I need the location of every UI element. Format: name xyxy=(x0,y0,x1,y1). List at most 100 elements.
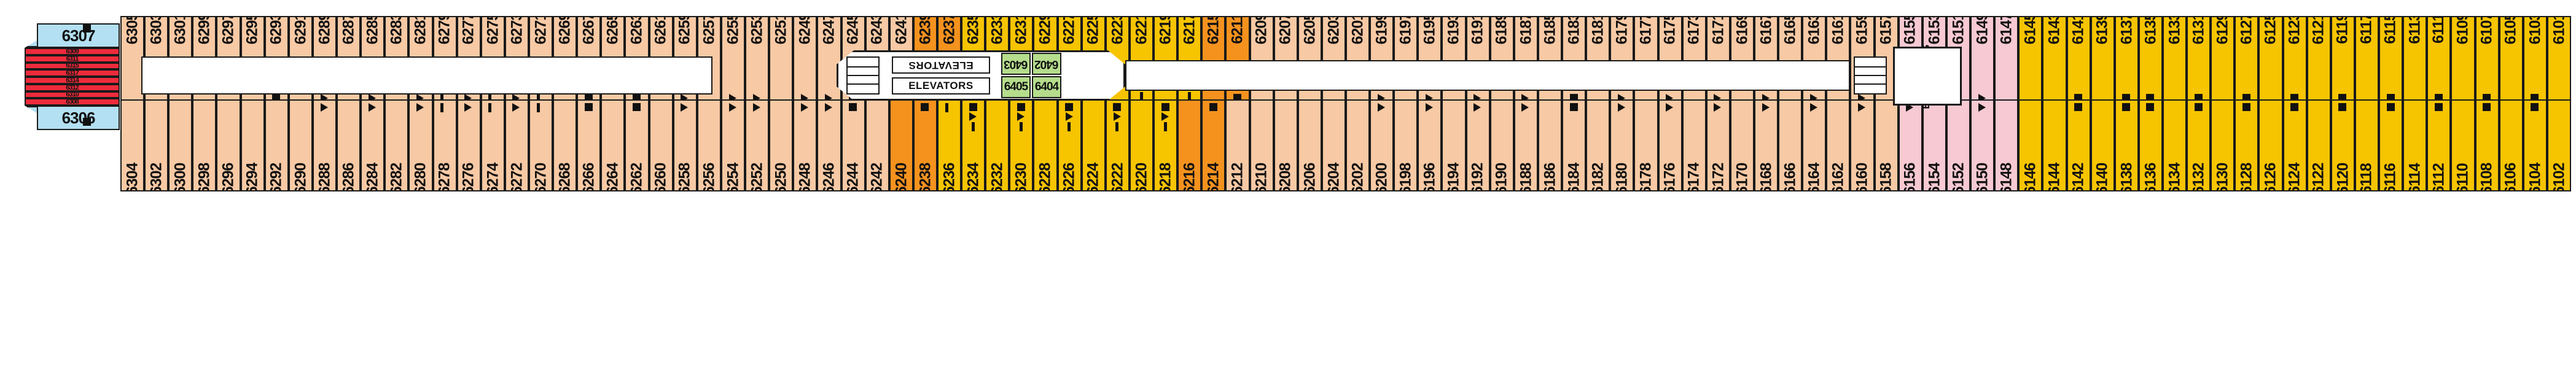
cabin-6276[interactable]: 6276 xyxy=(456,99,481,191)
cabin-6288[interactable]: 6288 xyxy=(312,99,337,191)
cabin-6116[interactable]: 6116 xyxy=(2379,99,2403,191)
cabin-6264[interactable]: 6264 xyxy=(601,99,625,191)
cabin-6190[interactable]: 6190 xyxy=(1489,99,1514,191)
cabin-6304[interactable]: 6304 xyxy=(120,99,145,191)
cabin-6126[interactable]: 6126 xyxy=(2258,99,2283,191)
cabin-6114[interactable]: 6114 xyxy=(2403,99,2427,191)
cabin-6136[interactable]: 6136 xyxy=(2138,99,2163,191)
cabin-6307[interactable]: 6307 xyxy=(37,23,120,48)
cabin-6158[interactable]: 6158 xyxy=(1874,99,1899,191)
cabin-6202[interactable]: 6202 xyxy=(1346,99,1370,191)
cabin-6284[interactable]: 6284 xyxy=(361,99,385,191)
cabin-6240[interactable]: 6240 xyxy=(889,99,913,191)
cabin-6296[interactable]: 6296 xyxy=(216,99,241,191)
cabin-6186[interactable]: 6186 xyxy=(1537,99,1563,191)
cabin-6294[interactable]: 6294 xyxy=(240,99,265,191)
cabin-6312[interactable]: 6312 xyxy=(25,83,120,91)
cabin-6204[interactable]: 6204 xyxy=(1321,99,1346,191)
cabin-6110[interactable]: 6110 xyxy=(2451,99,2475,191)
cabin-6160[interactable]: 6160 xyxy=(1850,99,1875,191)
cabin-6224[interactable]: 6224 xyxy=(1081,99,1106,191)
cabin-6150[interactable]: 6150 xyxy=(1970,99,1995,191)
cabin-6156[interactable]: 6156 xyxy=(1898,99,1922,191)
cabin-6403[interactable]: 6403 xyxy=(1001,53,1031,75)
cabin-6118[interactable]: 6118 xyxy=(2354,99,2379,191)
cabin-6128[interactable]: 6128 xyxy=(2234,99,2259,191)
cabin-6247[interactable]: 6247 xyxy=(817,16,841,108)
cabin-6315[interactable]: 6315 xyxy=(25,62,120,70)
cabin-6113[interactable]: 6113 xyxy=(2403,16,2427,108)
cabin-6182[interactable]: 6182 xyxy=(1586,99,1610,191)
cabin-6212[interactable]: 6212 xyxy=(1225,99,1250,191)
cabin-6178[interactable]: 6178 xyxy=(1634,99,1658,191)
cabin-6122[interactable]: 6122 xyxy=(2306,99,2331,191)
cabin-6405[interactable]: 6405 xyxy=(1001,76,1031,98)
cabin-6164[interactable]: 6164 xyxy=(1802,99,1827,191)
cabin-6192[interactable]: 6192 xyxy=(1466,99,1490,191)
cabin-6250[interactable]: 6250 xyxy=(769,99,794,191)
cabin-6106[interactable]: 6106 xyxy=(2499,99,2523,191)
cabin-6266[interactable]: 6266 xyxy=(577,99,601,191)
cabin-6214[interactable]: 6214 xyxy=(1201,99,1226,191)
cabin-6133[interactable]: 6133 xyxy=(2163,16,2187,108)
cabin-6305[interactable]: 6305 xyxy=(120,16,145,108)
cabin-6147[interactable]: 6147 xyxy=(1994,16,2019,108)
cabin-6111[interactable]: 6111 xyxy=(2427,16,2451,108)
cabin-6112[interactable]: 6112 xyxy=(2427,99,2451,191)
cabin-6101[interactable]: 6101 xyxy=(2547,16,2571,108)
cabin-6309[interactable]: 6309 xyxy=(25,48,120,55)
cabin-6166[interactable]: 6166 xyxy=(1778,99,1803,191)
cabin-6251[interactable]: 6251 xyxy=(769,16,794,108)
cabin-6172[interactable]: 6172 xyxy=(1706,99,1730,191)
cabin-6274[interactable]: 6274 xyxy=(480,99,505,191)
cabin-6280[interactable]: 6280 xyxy=(408,99,433,191)
cabin-6260[interactable]: 6260 xyxy=(649,99,673,191)
cabin-6104[interactable]: 6104 xyxy=(2523,99,2547,191)
cabin-6105[interactable]: 6105 xyxy=(2499,16,2523,108)
cabin-6103[interactable]: 6103 xyxy=(2523,16,2547,108)
cabin-6208[interactable]: 6208 xyxy=(1273,99,1298,191)
cabin-6306[interactable]: 6306 xyxy=(37,106,120,130)
cabin-6142[interactable]: 6142 xyxy=(2066,99,2091,191)
cabin-6268[interactable]: 6268 xyxy=(553,99,577,191)
cabin-6152[interactable]: 6152 xyxy=(1946,99,1971,191)
cabin-6258[interactable]: 6258 xyxy=(673,99,697,191)
cabin-6140[interactable]: 6140 xyxy=(2090,99,2115,191)
cabin-6262[interactable]: 6262 xyxy=(625,99,649,191)
cabin-6238[interactable]: 6238 xyxy=(913,99,937,191)
cabin-6228[interactable]: 6228 xyxy=(1033,99,1058,191)
cabin-6124[interactable]: 6124 xyxy=(2282,99,2307,191)
cabin-6220[interactable]: 6220 xyxy=(1129,99,1154,191)
cabin-6302[interactable]: 6302 xyxy=(144,99,169,191)
cabin-6125[interactable]: 6125 xyxy=(2258,16,2283,108)
cabin-6308[interactable]: 6308 xyxy=(25,98,120,106)
cabin-6216[interactable]: 6216 xyxy=(1177,99,1202,191)
cabin-6121[interactable]: 6121 xyxy=(2306,16,2331,108)
cabin-6300[interactable]: 6300 xyxy=(168,99,193,191)
cabin-6242[interactable]: 6242 xyxy=(865,99,889,191)
cabin-6222[interactable]: 6222 xyxy=(1105,99,1130,191)
cabin-6314[interactable]: 6314 xyxy=(25,77,120,84)
cabin-6168[interactable]: 6168 xyxy=(1754,99,1779,191)
cabin-6290[interactable]: 6290 xyxy=(288,99,313,191)
cabin-6200[interactable]: 6200 xyxy=(1370,99,1394,191)
cabin-6132[interactable]: 6132 xyxy=(2187,99,2211,191)
cabin-6139[interactable]: 6139 xyxy=(2090,16,2115,108)
cabin-6162[interactable]: 6162 xyxy=(1826,99,1851,191)
cabin-6143[interactable]: 6143 xyxy=(2042,16,2067,108)
cabin-6102[interactable]: 6102 xyxy=(2547,99,2571,191)
cabin-6194[interactable]: 6194 xyxy=(1442,99,1466,191)
cabin-6272[interactable]: 6272 xyxy=(504,99,529,191)
cabin-6244[interactable]: 6244 xyxy=(841,99,865,191)
cabin-6119[interactable]: 6119 xyxy=(2330,16,2355,108)
cabin-6196[interactable]: 6196 xyxy=(1418,99,1442,191)
cabin-6236[interactable]: 6236 xyxy=(937,99,962,191)
cabin-6253[interactable]: 6253 xyxy=(745,16,770,108)
cabin-6311[interactable]: 6311 xyxy=(25,55,120,63)
cabin-6270[interactable]: 6270 xyxy=(529,99,553,191)
cabin-6246[interactable]: 6246 xyxy=(817,99,841,191)
cabin-6170[interactable]: 6170 xyxy=(1730,99,1754,191)
cabin-6174[interactable]: 6174 xyxy=(1682,99,1706,191)
cabin-6137[interactable]: 6137 xyxy=(2114,16,2139,108)
cabin-6176[interactable]: 6176 xyxy=(1658,99,1682,191)
